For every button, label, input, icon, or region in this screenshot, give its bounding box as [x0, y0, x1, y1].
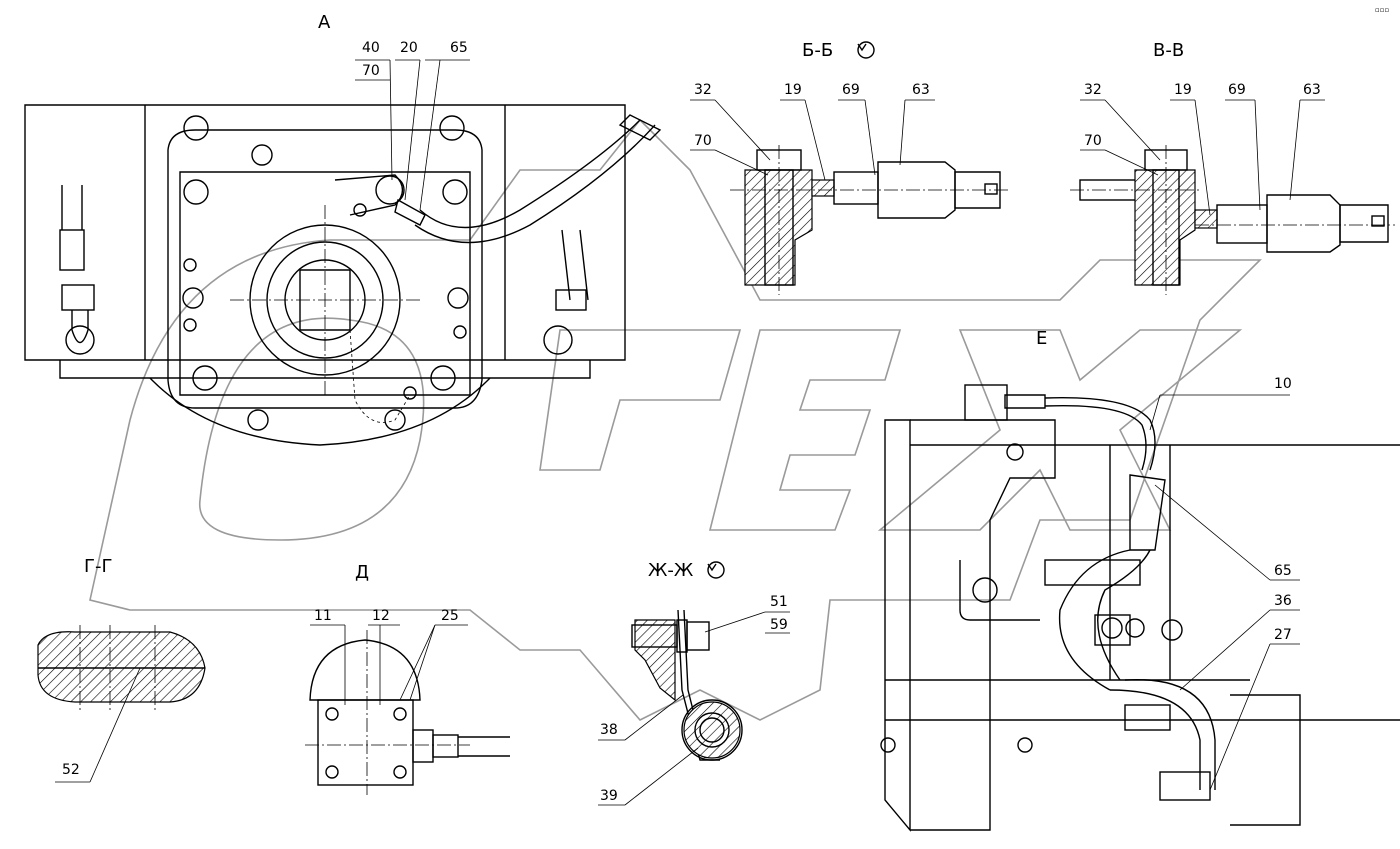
callout-bb-19: 19 — [784, 82, 802, 98]
callout-vv-32: 32 — [1084, 82, 1102, 98]
callout-vv-19: 19 — [1174, 82, 1192, 98]
callout-zhzh-38: 38 — [600, 722, 618, 738]
callout-d-25: 25 — [441, 608, 459, 624]
view-vv-title: В-В — [1153, 40, 1184, 61]
view-zhzh: Ж-Ж — [598, 560, 790, 806]
callout-d-11: 11 — [314, 608, 332, 624]
callout-e-65: 65 — [1274, 563, 1292, 579]
callout-zhzh-39: 39 — [600, 788, 618, 804]
view-a-title: А — [318, 12, 331, 33]
view-e-title: Е — [1036, 328, 1047, 349]
view-gg: Г-Г — [37, 556, 206, 783]
view-vv: В-В — [1070, 40, 1395, 295]
callout-bb-63: 63 — [912, 82, 930, 98]
view-gg-title: Г-Г — [84, 556, 112, 577]
callout-e-36: 36 — [1274, 593, 1292, 609]
callout-vv-69: 69 — [1228, 82, 1246, 98]
corner-mark: ▫▫▫ — [1375, 6, 1389, 14]
callout-a-70: 70 — [362, 63, 380, 79]
callout-vv-70: 70 — [1084, 133, 1102, 149]
callout-gg-52: 52 — [62, 762, 80, 778]
callout-a-65: 65 — [450, 40, 468, 56]
callout-e-10: 10 — [1274, 376, 1292, 392]
view-d-title: Д — [355, 562, 369, 583]
view-d: Д — [305, 562, 510, 795]
view-bb-title: Б-Б — [802, 40, 833, 61]
callout-vv-63: 63 — [1303, 82, 1321, 98]
callout-a-40: 40 — [362, 40, 380, 56]
view-zhzh-title: Ж-Ж — [648, 560, 694, 581]
rotation-arrow-icon — [857, 41, 875, 59]
callout-zhzh-59: 59 — [770, 617, 788, 633]
callout-zhzh-51: 51 — [770, 594, 788, 610]
callout-a-20: 20 — [400, 40, 418, 56]
view-bb: Б-Б — [690, 40, 1010, 295]
callout-bb-32: 32 — [694, 82, 712, 98]
callout-e-27: 27 — [1274, 627, 1292, 643]
view-a: А — [24, 12, 662, 446]
callout-bb-69: 69 — [842, 82, 860, 98]
view-e: Е — [880, 328, 1400, 832]
rotation-arrow-icon — [707, 561, 725, 579]
callout-bb-70: 70 — [694, 133, 712, 149]
callout-d-12: 12 — [372, 608, 390, 624]
